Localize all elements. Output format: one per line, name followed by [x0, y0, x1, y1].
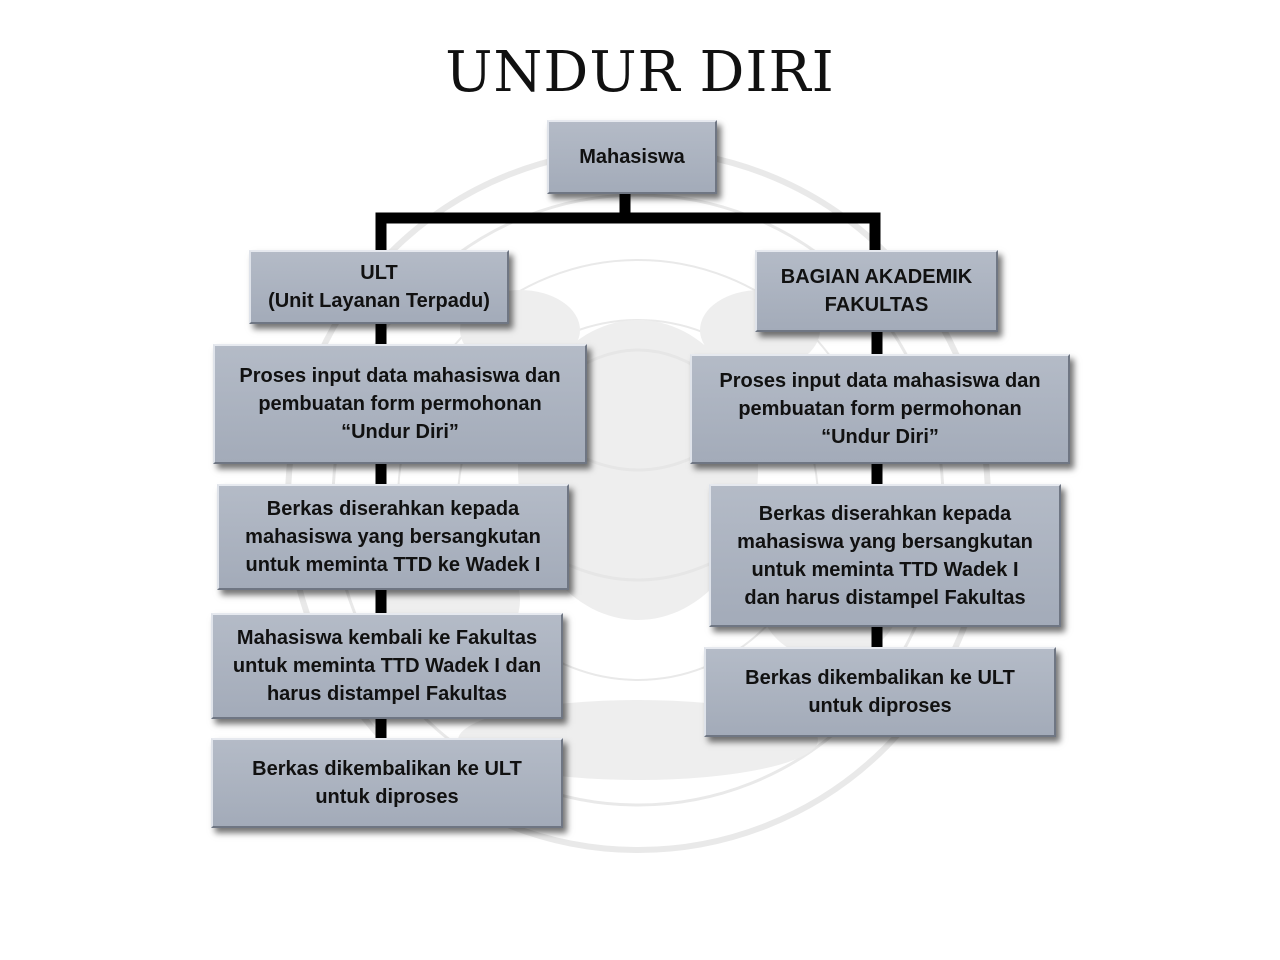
- node-label: ULT (Unit Layanan Terpadu): [268, 262, 490, 312]
- node-label: Berkas diserahkan kepada mahasiswa yang …: [737, 502, 1033, 609]
- page-title: UNDUR DIRI: [445, 40, 835, 105]
- node-left-step-3: Mahasiswa kembali ke Fakultas untuk memi…: [211, 613, 563, 719]
- node-label: Proses input data mahasiswa dan pembuata…: [719, 370, 1041, 448]
- node-ult: ULT (Unit Layanan Terpadu): [249, 250, 509, 324]
- node-label: Berkas dikembalikan ke ULT untuk diprose…: [745, 667, 1015, 717]
- node-label: Mahasiswa kembali ke Fakultas untuk memi…: [232, 627, 542, 705]
- node-label: Proses input data mahasiswa dan pembuata…: [239, 365, 561, 443]
- node-label: Berkas diserahkan kepada mahasiswa yang …: [245, 498, 541, 576]
- node-left-step-1: Proses input data mahasiswa dan pembuata…: [213, 344, 587, 464]
- node-right-step-2: Berkas diserahkan kepada mahasiswa yang …: [709, 484, 1061, 627]
- node-bagian-akademik: BAGIAN AKADEMIK FAKULTAS: [755, 250, 998, 332]
- node-label: Berkas dikembalikan ke ULT untuk diprose…: [252, 758, 522, 808]
- node-label: BAGIAN AKADEMIK FAKULTAS: [780, 266, 973, 316]
- node-left-step-4: Berkas dikembalikan ke ULT untuk diprose…: [211, 738, 563, 828]
- node-mahasiswa: Mahasiswa: [547, 120, 717, 194]
- node-left-step-2: Berkas diserahkan kepada mahasiswa yang …: [217, 484, 569, 590]
- node-right-step-3: Berkas dikembalikan ke ULT untuk diprose…: [704, 647, 1056, 737]
- node-label: Mahasiswa: [579, 146, 685, 168]
- node-right-step-1: Proses input data mahasiswa dan pembuata…: [690, 354, 1070, 464]
